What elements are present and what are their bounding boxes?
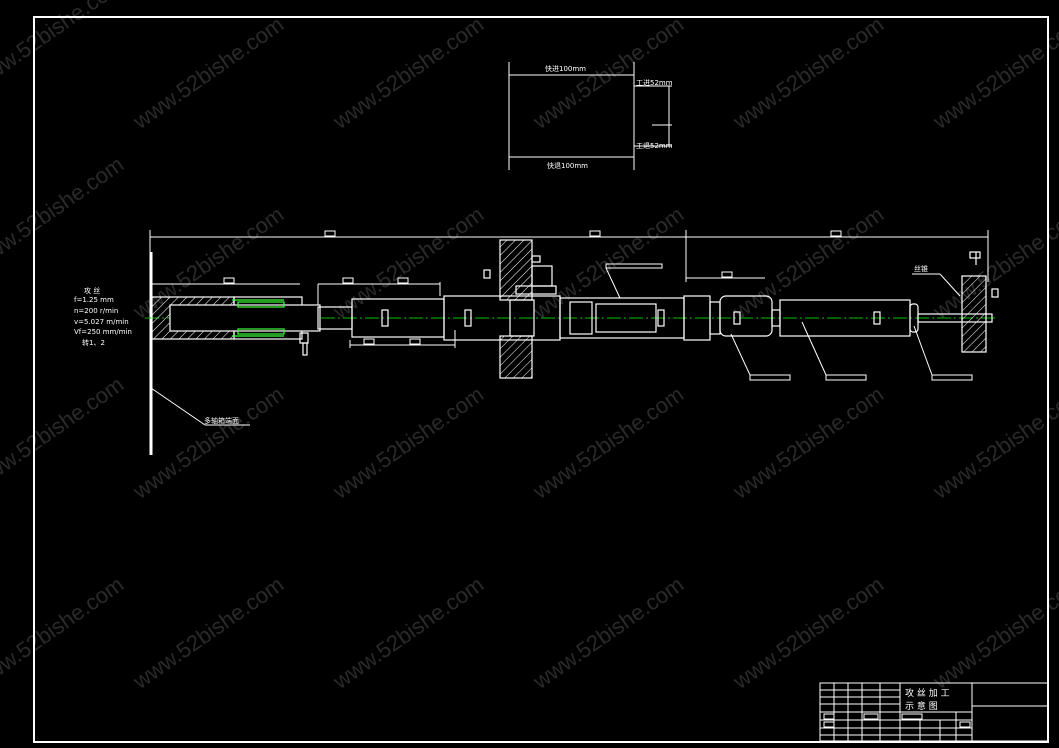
rapid-advance-label: 快进100mm — [545, 64, 586, 73]
title-line-2: 示 意 图 — [905, 700, 938, 712]
title-block: 攻 丝 加 工 示 意 图 — [819, 682, 1049, 742]
rapid-return-label: 快退100mm — [547, 161, 588, 170]
notes-title: 攻 丝 — [84, 286, 100, 295]
drawing-border — [33, 16, 1049, 743]
workpiece — [961, 251, 999, 353]
tap-label: 丝锥 — [914, 264, 928, 273]
spindle-box-label: 多轴箱端面 — [204, 416, 239, 425]
guide-plate — [483, 239, 557, 379]
title-line-1: 攻 丝 加 工 — [905, 687, 950, 699]
notes-line-2: n=200 r/min — [74, 307, 118, 315]
notes-line-5: 转1、2 — [82, 338, 105, 347]
cycle-diagram: 快进100mm 快退100mm 工进52mm 工退52mm — [508, 62, 673, 170]
dimension-lines — [149, 230, 989, 348]
notes-line-3: v=5.027 m/min — [74, 318, 129, 326]
tool-assembly — [151, 295, 993, 356]
callout-leaders: 丝锥 — [730, 264, 973, 381]
process-notes: 攻 丝 f=1.25 mm n=200 r/min v=5.027 m/min … — [74, 286, 132, 347]
work-feed-label: 工进52mm — [636, 79, 673, 87]
notes-line-4: Vf=250 mm/min — [74, 328, 132, 336]
notes-line-1: f=1.25 mm — [74, 296, 114, 304]
spindle-box-face: 多轴箱端面 — [149, 252, 250, 455]
work-return-label: 工退52mm — [636, 141, 673, 150]
